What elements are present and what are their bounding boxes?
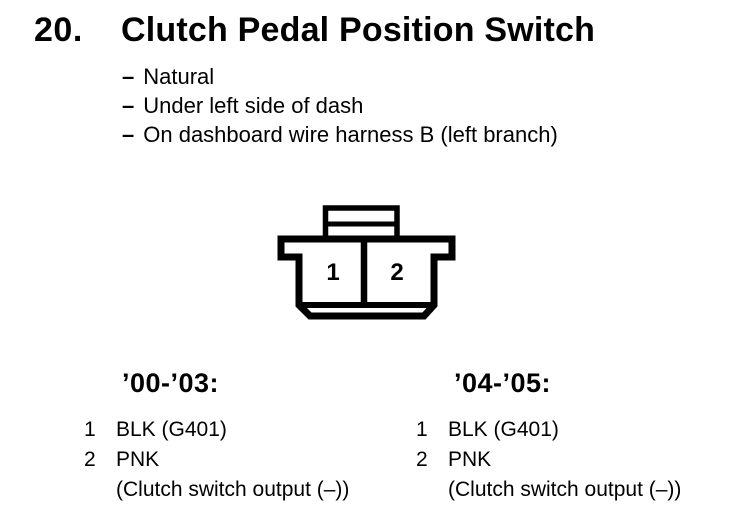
bullet-text: Under left side of dash bbox=[143, 93, 364, 118]
section-number: 20. bbox=[34, 11, 83, 49]
pin-note-row: (Clutch switch output (–)) bbox=[84, 475, 424, 505]
connector-diagram: 1 2 bbox=[277, 205, 456, 320]
pin-wire-label: BLK (G401) bbox=[116, 418, 227, 441]
bullet-item: – Under left side of dash bbox=[122, 91, 558, 120]
bullet-dash: – bbox=[122, 64, 135, 89]
bullet-text: On dashboard wire harness B (left branch… bbox=[143, 122, 558, 147]
column-00-03: ’00-’03: 1 BLK (G401) 2 PNK (Clutch swit… bbox=[84, 366, 424, 505]
bullet-item: – On dashboard wire harness B (left bran… bbox=[122, 120, 558, 149]
pin-row: 2 PNK bbox=[84, 445, 424, 475]
year-range-heading: ’04-’05: bbox=[454, 368, 552, 398]
pin-number: 2 bbox=[84, 448, 96, 471]
pin-number-spacer bbox=[84, 475, 116, 505]
page-title: Clutch Pedal Position Switch bbox=[121, 11, 596, 49]
pin-number: 1 bbox=[84, 418, 96, 441]
pin-table: 1 BLK (G401) 2 PNK (Clutch switch output… bbox=[416, 415, 752, 505]
pin-row: 1 BLK (G401) bbox=[416, 415, 752, 445]
pin-note: (Clutch switch output (–)) bbox=[116, 478, 350, 501]
year-range-heading: ’00-’03: bbox=[122, 368, 220, 398]
bullet-item: – Natural bbox=[122, 62, 558, 91]
connector-body-outline bbox=[277, 235, 456, 320]
bullet-dash: – bbox=[122, 93, 135, 118]
pin-number: 2 bbox=[416, 448, 428, 471]
column-04-05: ’04-’05: 1 BLK (G401) 2 PNK (Clutch swit… bbox=[416, 366, 752, 505]
connector-pin-1-label: 1 bbox=[326, 259, 339, 286]
pin-number: 1 bbox=[416, 418, 428, 441]
connector-pin-2-label: 2 bbox=[390, 259, 403, 286]
pin-table: 1 BLK (G401) 2 PNK (Clutch switch output… bbox=[84, 415, 424, 505]
pin-wire-label: BLK (G401) bbox=[448, 418, 559, 441]
pin-wire-label: PNK bbox=[448, 448, 492, 471]
pin-note-row: (Clutch switch output (–)) bbox=[416, 475, 752, 505]
pin-number-spacer bbox=[416, 475, 448, 505]
pin-row: 1 BLK (G401) bbox=[84, 415, 424, 445]
pin-note: (Clutch switch output (–)) bbox=[448, 478, 682, 501]
pin-wire-label: PNK bbox=[116, 448, 160, 471]
bullet-dash: – bbox=[122, 122, 135, 147]
bullet-text: Natural bbox=[143, 64, 215, 89]
bullet-list: – Natural – Under left side of dash – On… bbox=[122, 62, 558, 149]
pin-row: 2 PNK bbox=[416, 445, 752, 475]
